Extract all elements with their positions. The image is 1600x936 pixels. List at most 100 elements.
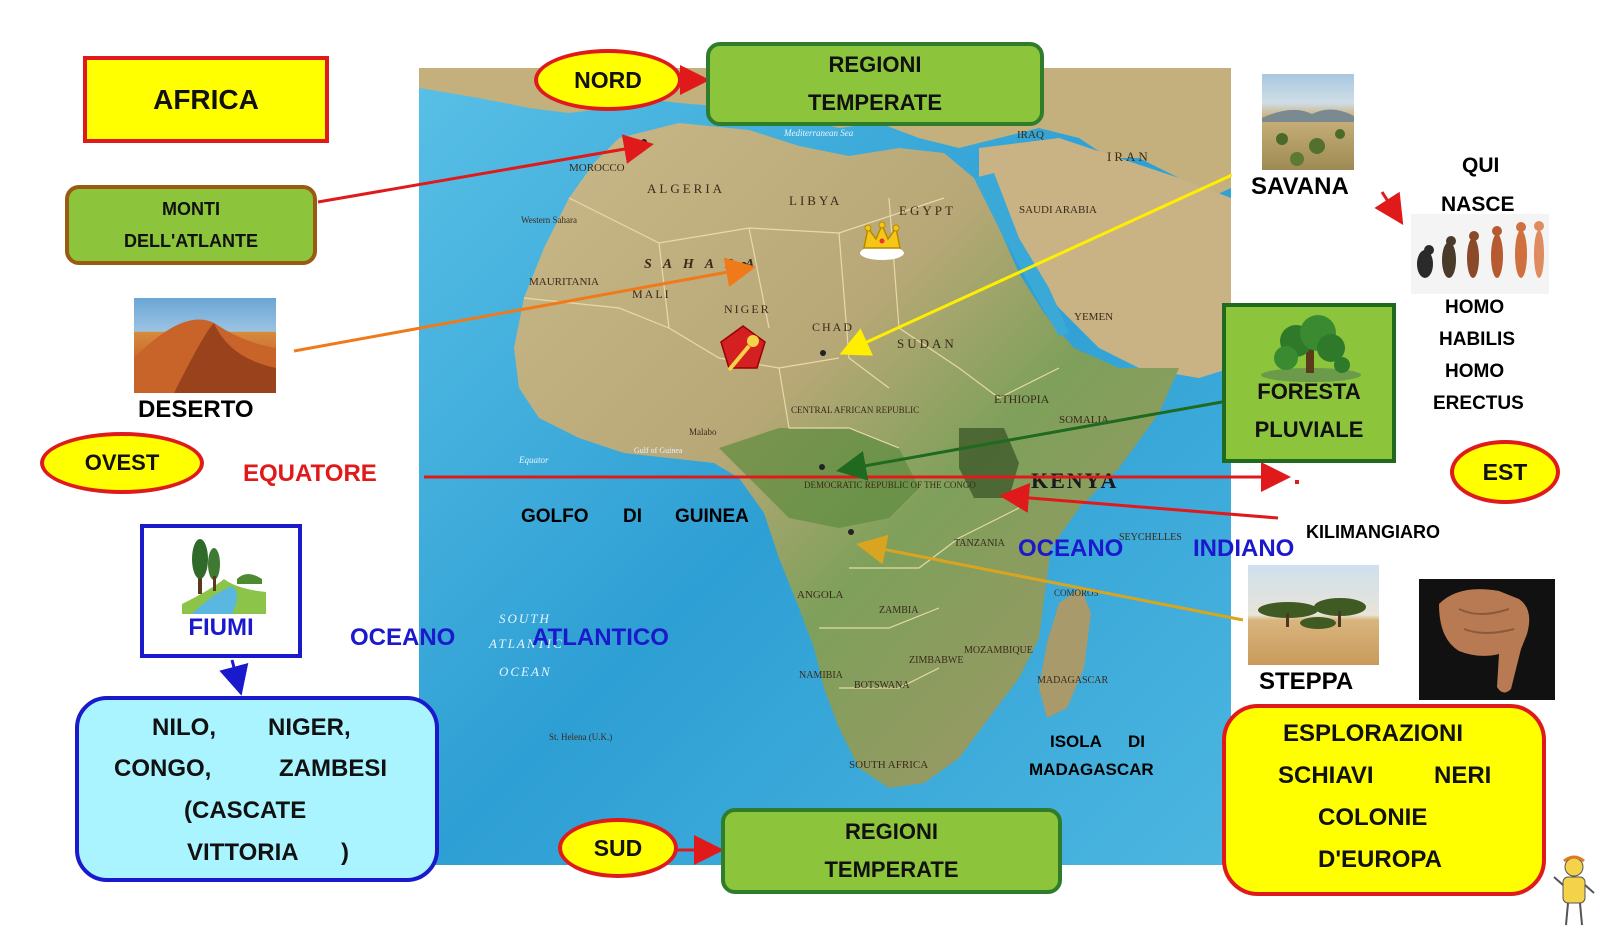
label-gulf-map: Gulf of Guinea bbox=[634, 446, 683, 455]
label-botswana: BOTSWANA bbox=[854, 680, 910, 691]
rainforest-line2: PLUVIALE bbox=[1254, 417, 1364, 442]
east-label: EST bbox=[1482, 458, 1528, 485]
kilimanjaro-label: KILIMANGIARO bbox=[1306, 522, 1440, 542]
label-mauritania: MAURITANIA bbox=[529, 276, 599, 288]
label-atlantic-1: SOUTH bbox=[499, 611, 551, 626]
savanna-label: SAVANA bbox=[1251, 173, 1349, 200]
label-tanzania: TANZANIA bbox=[954, 538, 1006, 549]
equator-label: EQUATORE bbox=[243, 460, 377, 487]
river-landscape-icon bbox=[182, 539, 266, 614]
history-4: COLONIE bbox=[1318, 804, 1428, 831]
savanna-image bbox=[1262, 74, 1354, 170]
species-4: ERECTUS bbox=[1433, 393, 1524, 414]
temperate-bottom-line2: TEMPERATE bbox=[824, 857, 959, 882]
east-oval: EST bbox=[1450, 440, 1560, 504]
temperate-bottom-line1: REGIONI bbox=[845, 819, 938, 844]
river-6: VITTORIA bbox=[187, 839, 299, 866]
madagascar-word1: ISOLA bbox=[1050, 732, 1102, 751]
label-malabo: Malabo bbox=[689, 427, 717, 437]
west-oval: OVEST bbox=[40, 432, 204, 494]
atlas-box: MONTI DELL'ATLANTE bbox=[65, 185, 317, 265]
human-line1: QUI bbox=[1462, 154, 1500, 177]
gulf-word1: GOLFO bbox=[521, 506, 589, 527]
crown-icon bbox=[860, 221, 904, 260]
river-5: (CASCATE bbox=[184, 797, 307, 824]
evolution-image bbox=[1411, 214, 1549, 294]
south-label: SUD bbox=[593, 834, 643, 861]
label-mediterranean: Mediterranean Sea bbox=[783, 128, 854, 138]
label-atlantic-2: ATLANTIC bbox=[488, 636, 564, 651]
history-5: D'EUROPA bbox=[1318, 846, 1442, 873]
tree-icon bbox=[1261, 315, 1361, 382]
label-st-helena: St. Helena (U.K.) bbox=[549, 732, 612, 742]
west-label: OVEST bbox=[84, 450, 160, 475]
label-iran: IRAN bbox=[1107, 149, 1151, 164]
label-libya: LIBYA bbox=[789, 193, 842, 208]
history-1: ESPLORAZIONI bbox=[1283, 720, 1464, 747]
rivers-title: FIUMI bbox=[188, 614, 254, 641]
species-3: HOMO bbox=[1445, 361, 1505, 382]
label-sudan: SUDAN bbox=[897, 336, 957, 351]
rivers-list-box: NILO, NIGER, CONGO, ZAMBESI (CASCATE VIT… bbox=[75, 696, 439, 882]
label-madagascar-map: MADAGASCAR bbox=[1037, 675, 1108, 686]
label-ethiopia: ETHIOPIA bbox=[994, 392, 1050, 406]
label-kenya: KENYA bbox=[1031, 468, 1118, 493]
label-zambia: ZAMBIA bbox=[879, 605, 919, 616]
label-mali: MALI bbox=[632, 287, 671, 301]
north-label: NORD bbox=[574, 66, 642, 93]
human-line2: NASCE bbox=[1441, 193, 1515, 216]
rainforest-line1: FORESTA bbox=[1257, 379, 1361, 404]
label-mozambique: MOZAMBIQUE bbox=[964, 645, 1033, 656]
rainforest-box: FORESTA PLUVIALE bbox=[1222, 303, 1396, 463]
atlantic-word2: ATLANTICO bbox=[532, 624, 669, 651]
gulf-word2: DI bbox=[623, 506, 642, 527]
history-3: NERI bbox=[1434, 762, 1492, 789]
indian-word1: OCEANO bbox=[1018, 535, 1124, 562]
label-saudi: SAUDI ARABIA bbox=[1019, 204, 1097, 216]
river-1: NILO, bbox=[152, 714, 216, 741]
label-atlantic-3: OCEAN bbox=[499, 664, 552, 679]
desert-image bbox=[134, 298, 276, 393]
river-4: ZAMBESI bbox=[279, 755, 387, 782]
species-1: HOMO bbox=[1445, 297, 1505, 318]
temperate-top-line1: REGIONI bbox=[828, 52, 922, 77]
label-equator-map: Equator bbox=[518, 455, 549, 465]
label-morocco: MOROCCO bbox=[569, 162, 625, 174]
atlas-line2: DELL'ATLANTE bbox=[124, 231, 258, 251]
label-angola: ANGOLA bbox=[797, 589, 843, 601]
gulf-word3: GUINEA bbox=[675, 506, 749, 527]
history-box: ESPLORAZIONI SCHIAVI NERI COLONIE D'EURO… bbox=[1222, 704, 1546, 896]
label-yemen: YEMEN bbox=[1074, 311, 1113, 323]
label-south-africa: SOUTH AFRICA bbox=[849, 759, 928, 771]
mascot-icon bbox=[1553, 855, 1595, 926]
label-namibia: NAMIBIA bbox=[799, 670, 844, 681]
history-2: SCHIAVI bbox=[1278, 762, 1374, 789]
arrow-human bbox=[1374, 191, 1404, 226]
temperate-bottom-box: REGIONI TEMPERATE bbox=[721, 808, 1062, 894]
steppe-image bbox=[1248, 565, 1379, 665]
temperate-top-box: REGIONI TEMPERATE bbox=[706, 42, 1044, 126]
label-zimbabwe: ZIMBABWE bbox=[909, 655, 963, 666]
desert-label: DESERTO bbox=[138, 396, 254, 423]
label-egypt: EGYPT bbox=[899, 203, 956, 218]
label-car: CENTRAL AFRICAN REPUBLIC bbox=[791, 405, 919, 415]
river-2: NIGER, bbox=[268, 714, 351, 741]
steppe-label: STEPPA bbox=[1259, 668, 1354, 695]
label-sahara: S A H A R A bbox=[644, 257, 758, 272]
temperate-top-line2: TEMPERATE bbox=[807, 90, 943, 115]
label-western-sahara: Western Sahara bbox=[521, 215, 577, 225]
africa-map: MOROCCO ALGERIA LIBYA EGYPT S A H A R A … bbox=[419, 68, 1231, 865]
north-oval: NORD bbox=[534, 49, 682, 111]
label-comoros: COMOROS bbox=[1054, 588, 1099, 598]
species-2: HABILIS bbox=[1439, 329, 1515, 350]
page-title: AFRICA bbox=[153, 83, 259, 115]
river-7: ) bbox=[341, 839, 349, 866]
label-iraq: IRAQ bbox=[1017, 129, 1044, 141]
atlas-line1: MONTI bbox=[162, 199, 220, 219]
south-oval: SUD bbox=[558, 818, 678, 878]
madagascar-word2: DI bbox=[1128, 732, 1145, 751]
label-algeria: ALGERIA bbox=[647, 181, 725, 196]
thumbs-down-image bbox=[1419, 579, 1555, 700]
rivers-box: FIUMI bbox=[140, 524, 302, 658]
river-3: CONGO, bbox=[114, 755, 212, 782]
